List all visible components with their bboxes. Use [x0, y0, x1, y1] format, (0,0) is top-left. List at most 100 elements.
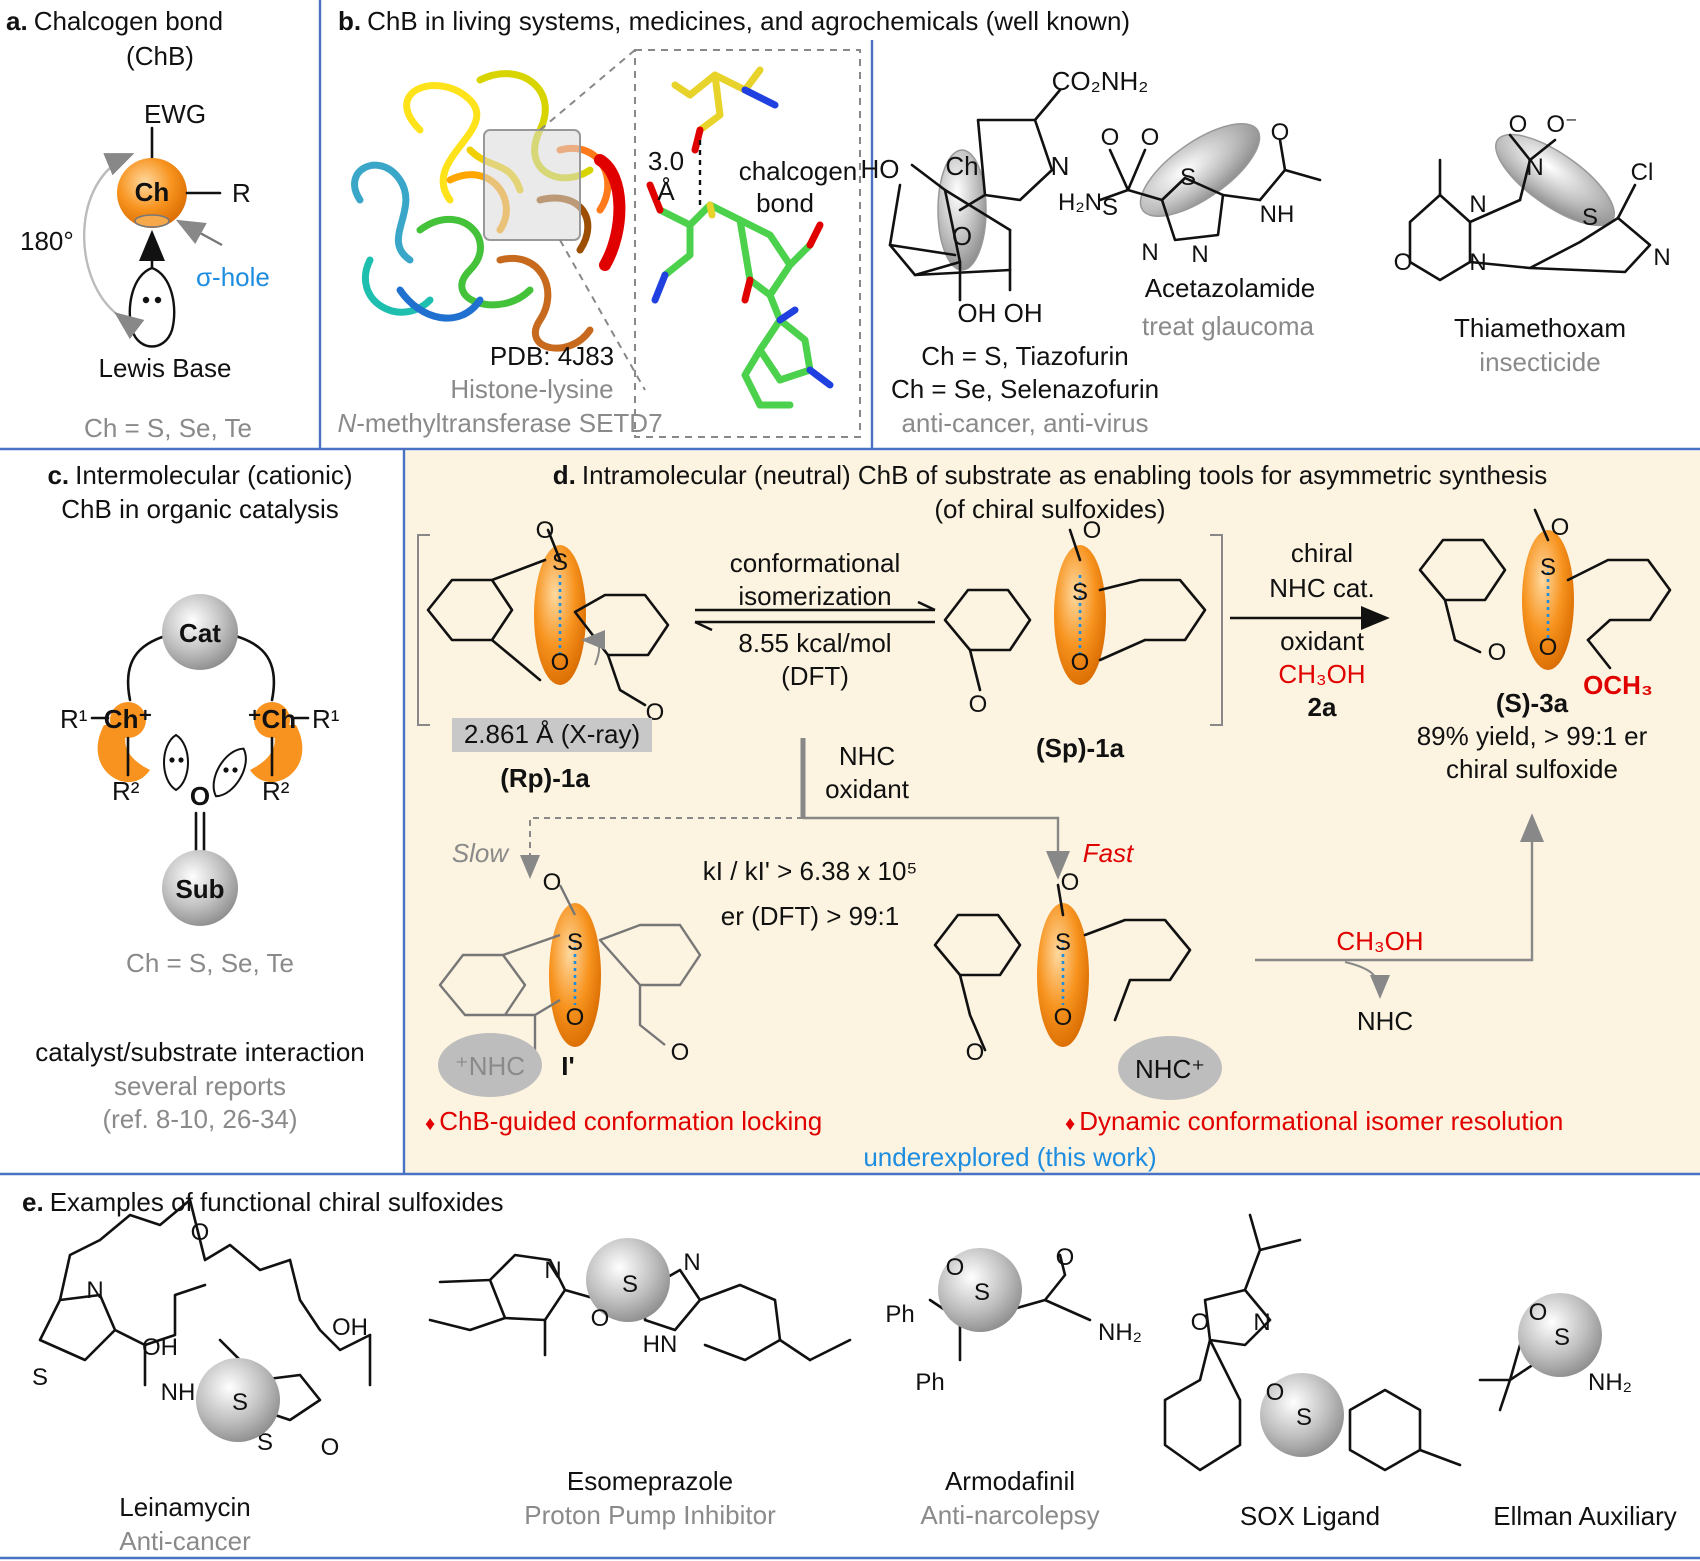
leinamycin-use: Anti-cancer — [119, 1526, 251, 1556]
svg-text:O: O — [190, 781, 210, 811]
svg-text:O: O — [1054, 1004, 1073, 1031]
panel-e-heading: e.Examples of functional chiral sulfoxid… — [22, 1187, 503, 1217]
svg-text:NH: NH — [1260, 201, 1295, 228]
svg-text:Ph: Ph — [885, 1301, 914, 1328]
esomeprazole-name: Esomeprazole — [567, 1466, 733, 1496]
panel-a-subtitle: (ChB) — [126, 41, 194, 71]
refs-label: (ref. 8-10, 26-34) — [102, 1104, 297, 1134]
svg-text:H₂N: H₂N — [1058, 189, 1102, 216]
svg-text:S: S — [1296, 1404, 1312, 1431]
panel-d-background — [404, 451, 1700, 1174]
kinetics-label: kI / kI' > 6.38 x 10⁵ — [703, 856, 917, 886]
svg-text:S: S — [1540, 554, 1556, 581]
panel-b-heading: b.ChB in living systems, medicines, and … — [338, 6, 1130, 36]
svg-text:O: O — [1083, 517, 1102, 544]
bond-label: bond — [756, 188, 814, 218]
svg-text:N: N — [1469, 249, 1486, 276]
panel-c-heading: c.Intermolecular (cationic) — [47, 460, 352, 490]
nhc-cation-right-blob — [1118, 1036, 1222, 1100]
svg-text:O: O — [1071, 649, 1090, 676]
svg-text:N: N — [1253, 1309, 1270, 1336]
armodafinil-use: Anti-narcolepsy — [920, 1500, 1099, 1530]
svg-text:N: N — [544, 1257, 561, 1284]
svg-text:S: S — [974, 1279, 990, 1306]
interaction-label: catalyst/substrate interaction — [35, 1037, 365, 1067]
svg-text:NH₂: NH₂ — [1098, 1319, 1142, 1346]
sp-1a-structure: S O O O — [943, 517, 1207, 718]
svg-text:O: O — [1191, 1309, 1210, 1336]
panel-c-title: Intermolecular (cationic) — [75, 460, 352, 490]
svg-text:O: O — [1551, 514, 1570, 541]
product-label: (S)-3a — [1496, 688, 1569, 718]
tiazofurin-oh: OH OH — [957, 298, 1042, 328]
svg-text:O: O — [969, 691, 988, 718]
lone-pair-lobe-left — [163, 733, 189, 792]
tiazofurin-use: anti-cancer, anti-virus — [901, 408, 1148, 438]
slow-label: Slow — [452, 838, 511, 868]
svg-text:S: S — [232, 1389, 248, 1416]
methanolysis-arrow — [1255, 813, 1544, 962]
tiazofurin-structure: CO₂NH₂ HO Ch N O OH OH — [861, 66, 1149, 328]
svg-text:O: O — [1101, 124, 1120, 151]
left-ch-blob — [110, 702, 146, 738]
conformational-label: conformational — [730, 548, 901, 578]
svg-text:S: S — [622, 1271, 638, 1298]
chiral-label: chiral — [1291, 538, 1353, 568]
tiazofurin-label: Ch = S, Tiazofurin — [921, 341, 1128, 371]
left-bracket — [417, 534, 430, 726]
armodafinil-sulfoxide-sphere — [938, 1248, 1022, 1332]
ligand-stick-model — [646, 66, 834, 409]
svg-text:O: O — [1394, 249, 1413, 276]
svg-text:Cl: Cl — [1631, 159, 1654, 186]
catalyst-label: Cat — [179, 618, 221, 648]
ellman-sulfoxide-sphere — [1518, 1293, 1602, 1377]
svg-text:S: S — [1554, 1324, 1570, 1351]
angle-label: 180° — [20, 226, 74, 256]
ch-label: Ch — [135, 177, 170, 207]
svg-text:O: O — [1488, 639, 1507, 666]
tiazofurin-amide: CO₂NH₂ — [1052, 66, 1149, 96]
panel-a-footnote: Ch = S, Se, Te — [84, 413, 252, 443]
svg-text:N: N — [86, 1277, 103, 1304]
rp-1a-structure: O S O O — [426, 517, 670, 726]
xray-label: 2.861 Å (X-ray) — [464, 719, 640, 749]
leinamycin-sulfoxide-sphere — [196, 1358, 280, 1442]
svg-text:NH: NH — [161, 1379, 196, 1406]
lone-pair-dot — [154, 296, 162, 304]
dft-label: (DFT) — [781, 661, 849, 691]
fast-label: Fast — [1083, 838, 1135, 868]
panel-d-heading: d.Intramolecular (neutral) ChB of substr… — [553, 460, 1547, 490]
nhc-cation-left-blob — [438, 1033, 542, 1097]
acetazolamide-structure: O O S S N N O NH H₂N — [1058, 119, 1322, 268]
svg-text:O: O — [551, 649, 570, 676]
locking-label: ♦ChB-guided conformation locking — [425, 1106, 822, 1136]
sigma-hole-label: σ-hole — [196, 262, 270, 292]
armodafinil-name: Armodafinil — [945, 1466, 1075, 1496]
panel-e: e.Examples of functional chiral sulfoxid… — [22, 1187, 1677, 1556]
fast-arrow — [803, 816, 1070, 880]
svg-text:N: N — [1141, 239, 1158, 266]
panel-b-letter: b. — [338, 6, 361, 36]
svg-text:O: O — [1056, 1244, 1075, 1271]
panel-d-title: Intramolecular (neutral) ChB of substrat… — [582, 460, 1547, 490]
svg-text:⁺Ch: ⁺Ch — [248, 704, 296, 734]
svg-text:Ph: Ph — [915, 1369, 944, 1396]
svg-text:O: O — [191, 1219, 210, 1246]
esomeprazole-structure: N N HN — [428, 1249, 852, 1362]
svg-text:S: S — [1055, 929, 1071, 956]
svg-text:R²: R² — [262, 776, 290, 806]
tiazofurin-ch: Ch — [945, 151, 978, 181]
svg-text:R²: R² — [112, 776, 140, 806]
svg-text:O: O — [946, 1254, 965, 1281]
svg-text:S: S — [552, 549, 568, 576]
leinamycin-structure: O N S OH NH OH O S O — [32, 1198, 372, 1461]
sigma-hole-ellipse — [134, 214, 170, 228]
substrate-sphere — [162, 850, 238, 926]
zoom-line-top — [539, 49, 636, 131]
energy-label: 8.55 kcal/mol — [738, 628, 891, 658]
zoom-line-bottom — [559, 239, 646, 391]
acetazolamide-use: treat glaucoma — [1142, 311, 1315, 341]
svg-text:Ch⁺: Ch⁺ — [104, 704, 152, 734]
svg-text:R¹: R¹ — [60, 704, 88, 734]
och3-label: OCH₃ — [1583, 670, 1653, 700]
